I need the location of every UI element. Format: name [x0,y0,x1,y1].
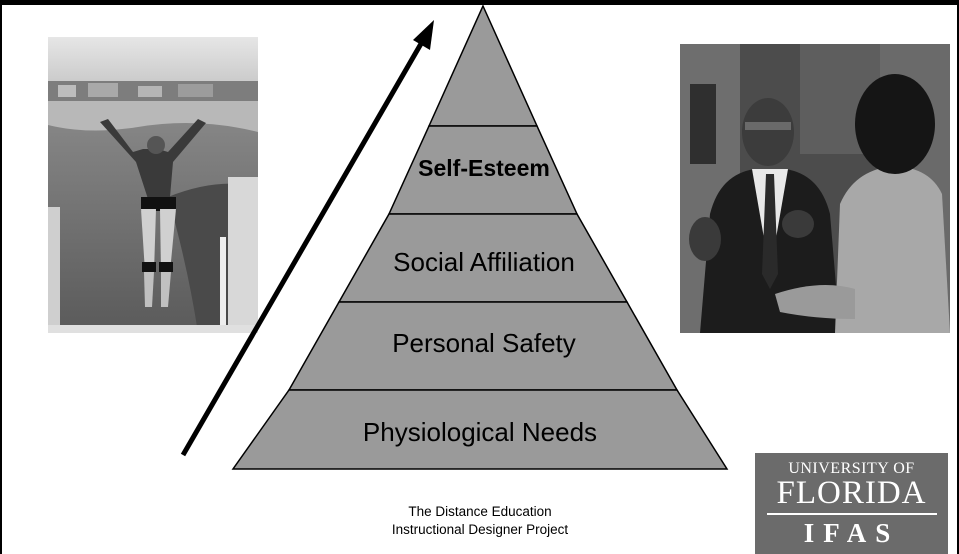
caption-line-1: The Distance Education [408,504,552,519]
logo-university-of: UNIVERSITY OF [788,460,915,477]
caption: The Distance Education Instructional Des… [330,503,630,539]
logo-florida: FLORIDA [776,475,927,511]
university-logo: UNIVERSITY OF FLORIDA IFAS [755,453,948,554]
pyramid-levels [231,4,729,470]
caption-line-2: Instructional Designer Project [391,522,569,537]
pyramid-level-physiological [231,389,729,470]
logo-ifas: IFAS [803,518,900,548]
bungee-jumper-photo [48,37,258,333]
pyramid-label-self-esteem: Self-Esteem [418,155,550,181]
pyramid-level-top [427,4,539,127]
pyramid-label-physiological-needs: Physiological Needs [362,417,598,447]
logo-divider [766,513,937,515]
conversation-photo [680,44,950,333]
progress-arrow [180,20,434,457]
top-rule [0,0,959,5]
pyramid-label-personal-safety: Personal Safety [392,328,576,358]
pyramid-label-social-affiliation: Social Affiliation [393,247,575,277]
arrow-head [413,20,434,50]
